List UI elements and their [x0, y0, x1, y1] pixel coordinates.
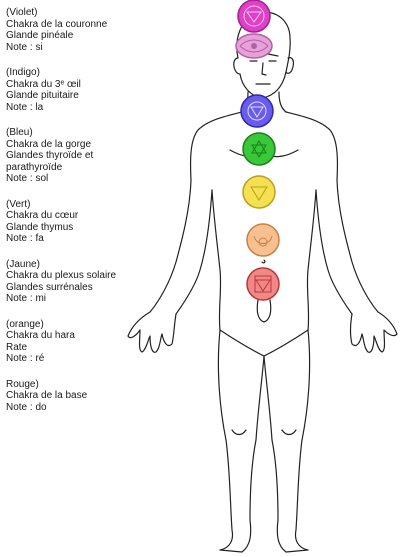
chakra-legend: (Violet) Chakra de la couronne Glande pi… [6, 7, 156, 427]
legend-gland: Glandes thyroïde et [6, 150, 94, 161]
right-ear [285, 57, 294, 74]
legend-note: Note : si [6, 41, 43, 53]
chakra-throat [240, 94, 274, 128]
groin [219, 329, 309, 357]
legend-color: Rouge) [6, 378, 39, 390]
torso-right [306, 189, 317, 331]
legend-chakra: Chakra du cœur [6, 210, 79, 221]
knees [231, 429, 297, 436]
legend-chakra: Chakra de la gorge [6, 138, 92, 150]
legend-rouge: Rouge) Chakra de la base Note : do [6, 379, 156, 414]
nose [261, 62, 267, 76]
legend-note: Note : ré [6, 353, 45, 364]
legend-note: Note : mi [6, 293, 47, 304]
right-shoulder [285, 111, 339, 181]
torso-left [211, 189, 222, 331]
right-hand [349, 311, 398, 353]
legend-chakra: Chakra du plexus solaire [6, 270, 117, 281]
legend-gland-continued: parathyroïde [6, 161, 63, 173]
left-shoulder [189, 111, 243, 181]
right-arm [315, 179, 379, 315]
legend-gland: Glandes surrénales [6, 281, 93, 293]
chakra-root [246, 267, 280, 301]
legend-vert: (Vert) Chakra du cœur Glande thymus Note… [6, 199, 156, 245]
legend-indigo: (Indigo) Chakra du 3ᵉ œil Glande pituita… [6, 67, 156, 113]
legend-gland: Glande pituitaire [6, 90, 79, 101]
legend-bleu: (Bleu) Chakra de la gorge Glandes thyroï… [6, 127, 156, 185]
left-hand [127, 311, 177, 353]
legend-color: (Bleu) [6, 127, 33, 138]
genitals [256, 299, 272, 323]
chakra-sacral [246, 223, 280, 257]
legend-note: Note : sol [6, 173, 49, 184]
legend-note: Note : la [6, 101, 44, 113]
legend-violet: (Violet) Chakra de la couronne Glande pi… [6, 7, 156, 53]
chakra-third-eye [235, 33, 273, 59]
left-leg [217, 329, 265, 553]
legend-color: (Violet) [6, 7, 38, 18]
chakra-crown [237, 0, 271, 33]
chakra-heart [242, 132, 276, 166]
legend-gland: Rate [6, 341, 28, 353]
legend-note: Note : fa [6, 233, 44, 244]
left-arm [149, 179, 213, 315]
legend-color: (orange) [6, 318, 44, 330]
chakra-solar-plexus [242, 175, 276, 209]
legend-color: (Vert) [6, 198, 31, 210]
legend-note: Note : do [6, 401, 47, 413]
right-leg [263, 329, 311, 553]
legend-color: (Indigo) [6, 67, 40, 78]
navel [261, 259, 266, 264]
legend-jaune: (Jaune) Chakra du plexus solaire Glandes… [6, 259, 156, 305]
legend-color: (Jaune) [6, 258, 40, 270]
legend-orange: (orange) Chakra du hara Rate Note : ré [6, 319, 156, 365]
legend-chakra: Chakra de la couronne [6, 18, 108, 30]
legend-gland: Glande thymus [6, 221, 74, 233]
legend-chakra: Chakra du hara [6, 330, 75, 341]
legend-gland: Glande pinéale [6, 30, 74, 41]
legend-chakra: Chakra de la base [6, 390, 88, 401]
legend-chakra: Chakra du 3ᵉ œil [6, 78, 81, 90]
